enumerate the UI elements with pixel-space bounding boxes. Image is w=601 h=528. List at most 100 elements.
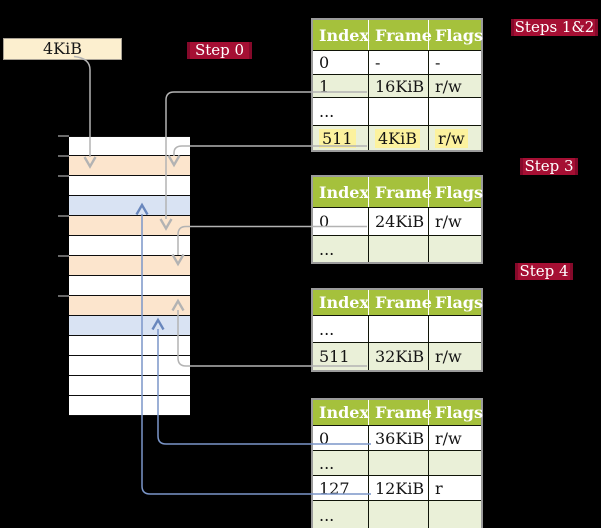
table-row: ... bbox=[313, 97, 481, 125]
column-header-flags: Flags bbox=[435, 293, 483, 312]
table-cell: 511 bbox=[313, 343, 369, 370]
table-row: 511 4KiB r/w bbox=[313, 125, 481, 150]
cell-text: 0 bbox=[319, 428, 330, 448]
column-header-frame: Frame bbox=[369, 290, 432, 315]
table-cell: 0 bbox=[313, 208, 369, 235]
cell-text: 1 bbox=[319, 76, 330, 96]
table-cell: ... bbox=[313, 501, 369, 528]
table-row: ... bbox=[313, 500, 481, 528]
step-4-badge: Step 4 bbox=[515, 263, 573, 280]
cr3-frame-box: 4KiB bbox=[3, 38, 122, 60]
cell-text: r/w bbox=[435, 76, 462, 96]
cell-text: ... bbox=[319, 506, 335, 525]
table-cell: ... bbox=[313, 236, 369, 262]
cell-text: 127 bbox=[319, 478, 350, 498]
cell-text: 16KiB bbox=[375, 76, 425, 96]
table-row: ... bbox=[313, 450, 481, 475]
cell-text: 0 bbox=[319, 53, 330, 72]
table-cell: ... bbox=[313, 451, 369, 475]
cell-text: 0 bbox=[319, 212, 330, 231]
table-cell bbox=[369, 316, 429, 342]
table-cell: 32KiB bbox=[369, 343, 429, 370]
table-cell: 24KiB bbox=[369, 208, 429, 235]
cell-text: r bbox=[435, 478, 443, 498]
table-cell: r/w bbox=[429, 343, 481, 370]
memory-frame-row-white bbox=[69, 396, 190, 416]
table-cell: 511 bbox=[313, 126, 369, 150]
table-cell: 16KiB bbox=[369, 75, 429, 97]
cell-text: 511 bbox=[319, 347, 350, 366]
memory-frame-row-white bbox=[69, 356, 190, 376]
address-tick-marks bbox=[58, 135, 69, 297]
cell-text: r/w bbox=[435, 428, 462, 448]
table-cell: 0 bbox=[313, 426, 369, 450]
cell-text: r/w bbox=[435, 347, 462, 366]
column-header-index: Index bbox=[313, 177, 369, 207]
column-header-flags: Flags bbox=[435, 182, 483, 202]
physical-memory-stack bbox=[69, 136, 190, 416]
memory-frame-row-white bbox=[69, 176, 190, 196]
cell-text: - bbox=[375, 53, 381, 72]
table-row: 0 - - bbox=[313, 50, 481, 74]
table-row: ... bbox=[313, 235, 481, 262]
cell-text: - bbox=[435, 53, 441, 72]
memory-frame-row-white bbox=[69, 136, 190, 156]
cell-text: 32KiB bbox=[375, 347, 425, 366]
table-cell: 0 bbox=[313, 51, 369, 74]
table-row: 0 24KiB r/w bbox=[313, 207, 481, 235]
table-cell: - bbox=[369, 51, 429, 74]
table-cell bbox=[429, 316, 481, 342]
table-cell: r/w bbox=[429, 208, 481, 235]
memory-frame-row-orange bbox=[69, 156, 190, 176]
cell-text: 4KiB bbox=[375, 128, 421, 148]
cr3-frame-label: 4KiB bbox=[42, 39, 82, 58]
cell-text: 511 bbox=[319, 128, 356, 148]
memory-frame-row-white bbox=[69, 236, 190, 256]
cell-text: ... bbox=[319, 239, 335, 259]
cell-text: 12KiB bbox=[375, 478, 425, 498]
steps-1-2-badge: Steps 1&2 bbox=[511, 19, 598, 36]
column-header-frame: Frame bbox=[369, 177, 432, 207]
cell-text: r/w bbox=[435, 212, 462, 231]
cell-text: ... bbox=[319, 102, 335, 121]
column-header-index: Index bbox=[313, 290, 369, 315]
table-cell bbox=[369, 501, 429, 528]
step-3-badge: Step 3 bbox=[520, 158, 578, 175]
table-cell: r/w bbox=[429, 75, 481, 97]
cell-text: 36KiB bbox=[375, 428, 425, 448]
table-cell: 4KiB bbox=[369, 126, 429, 150]
memory-frame-row-orange bbox=[69, 296, 190, 316]
table-cell: r/w bbox=[429, 126, 481, 150]
memory-frame-row-orange bbox=[69, 256, 190, 276]
table-cell: r bbox=[429, 476, 481, 500]
memory-frame-row-blue bbox=[69, 316, 190, 336]
table-cell: - bbox=[429, 51, 481, 74]
table-cell bbox=[369, 451, 429, 475]
column-header-index: Index bbox=[313, 20, 369, 50]
table-row: 0 36KiB r/w bbox=[313, 425, 481, 450]
cell-text: 24KiB bbox=[375, 212, 425, 231]
table-cell: r/w bbox=[429, 426, 481, 450]
table-cell bbox=[429, 451, 481, 475]
cell-text: r/w bbox=[435, 128, 468, 148]
table-cell: ... bbox=[313, 316, 369, 342]
column-header-frame: Frame bbox=[369, 400, 432, 425]
table-cell: 127 bbox=[313, 476, 369, 500]
table-cell bbox=[429, 98, 481, 125]
step-0-badge: Step 0 bbox=[187, 42, 252, 59]
table-cell bbox=[429, 501, 481, 528]
table-cell bbox=[429, 236, 481, 262]
table-row: ... bbox=[313, 315, 481, 342]
cell-text: ... bbox=[319, 453, 335, 473]
table-row: 1 16KiB r/w bbox=[313, 74, 481, 97]
memory-frame-row-blue bbox=[69, 196, 190, 216]
table-cell: 36KiB bbox=[369, 426, 429, 450]
column-header-index: Index bbox=[313, 400, 369, 425]
